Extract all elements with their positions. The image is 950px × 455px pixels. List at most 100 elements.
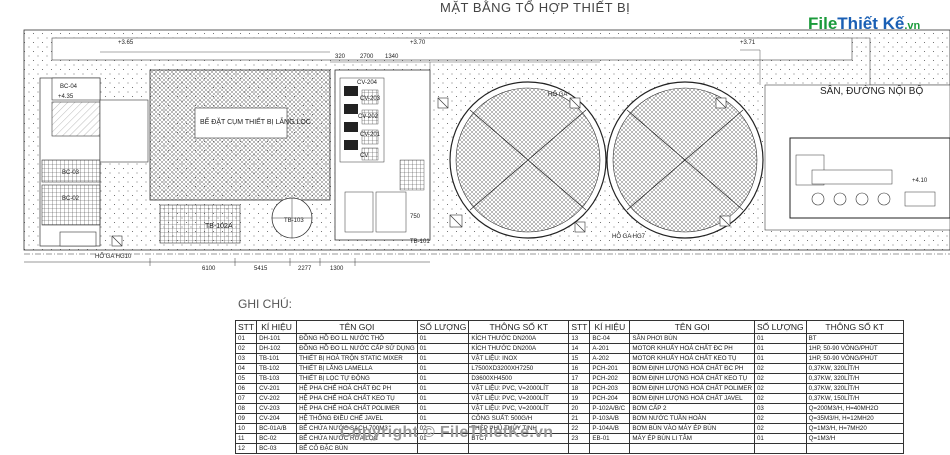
- cv201-unit: [344, 140, 358, 150]
- legend-cell: BƠM BÙN VÀO MÁY ÉP BÙN: [629, 423, 755, 434]
- label-tb103: TB-103: [284, 218, 304, 224]
- bc03-tank: [41, 159, 101, 183]
- legend-cell: SÂN PHƠI BÙN: [629, 333, 755, 344]
- legend-cell: MÁY ÉP BÙN LI TÂM: [629, 433, 755, 444]
- legend-cell: BƠM ĐỊNH LƯỢNG HOÁ CHẤT ĐC PH: [629, 363, 755, 374]
- legend-cell: MOTOR KHUẤY HOÁ CHẤT ĐC PH: [629, 343, 755, 354]
- legend-cell: 01: [753, 353, 807, 364]
- legend-cell: BƠM ĐỊNH LƯỢNG HOÁ CHẤT KEO TỤ: [629, 373, 755, 384]
- legend-cell: ĐỒNG HỒ ĐO LL NƯỚC THÔ: [296, 333, 418, 344]
- legend-cell: TB-103: [256, 373, 298, 384]
- legend-cell: THIẾT BỊ LẮNG LAMELLA: [296, 363, 418, 374]
- legend-cell: CV-202: [256, 393, 298, 404]
- dim-2277: 2277: [298, 266, 312, 272]
- label-bc04: BC-04: [60, 84, 78, 90]
- label-area-right: SÂN, ĐƯỜNG NỘI BỘ: [820, 84, 923, 97]
- col-soluong: SỐ LƯỢNG: [416, 320, 470, 334]
- legend-cell: A-201: [589, 343, 631, 354]
- legend-cell: HỆ THỐNG ĐIỀU CHẾ JAVEL: [296, 413, 418, 424]
- tb102a-unit: [159, 204, 241, 244]
- label-settling: BỂ ĐẶT CỤM THIẾT BỊ LẮNG LỌC: [200, 116, 311, 126]
- level-410: +4.10: [912, 178, 928, 184]
- legend-cell: 1HP, 50-90 VÒNG/PHÚT: [805, 343, 904, 354]
- floor-plan: SÂN, ĐƯỜNG NỘI BỘ BỂ ĐẶT CỤM THIẾT BỊ LẮ…: [23, 29, 950, 272]
- legend-cell: EB-01: [589, 433, 631, 444]
- legend-cell: 09: [234, 413, 258, 424]
- label-tb101: TB-101: [410, 239, 430, 245]
- legend-cell: 01: [416, 343, 470, 354]
- col-kihieu: KÍ HIỆU: [256, 320, 298, 334]
- legend-cell: 02: [753, 423, 807, 434]
- legend-cell: 04: [234, 363, 258, 374]
- legend-cell: Q=1M3/H: [805, 433, 904, 444]
- legend-cell: CÔNG SUẤT: 500G/H: [468, 413, 570, 424]
- legend-cell: 01: [416, 353, 470, 364]
- legend-cell: BC-02: [256, 433, 298, 444]
- label-cv202: CV-202: [358, 114, 379, 120]
- legend-cell: DH-102: [256, 343, 298, 354]
- legend-cell: [589, 443, 631, 454]
- col-soluong-2: SỐ LƯỢNG: [753, 320, 807, 334]
- legend-cell: ĐỒNG HỒ ĐO LL NƯỚC CẤP SỬ DỤNG: [296, 343, 418, 354]
- level-365: +3.65: [118, 40, 134, 46]
- legend-cell: KÍCH THƯỚC DN200A: [468, 343, 570, 354]
- legend-cell: 22: [568, 423, 591, 434]
- legend-cell: PCH-201: [589, 363, 631, 374]
- col-tengoi: TÊN GỌI: [296, 320, 418, 334]
- legend-cell: D3600XH4500: [468, 373, 570, 384]
- legend-cell: [468, 443, 570, 454]
- legend-cell: 07: [234, 393, 258, 404]
- label-hg10: HỐ GA HG10: [95, 253, 132, 260]
- legend-cell: 02: [753, 413, 807, 424]
- level-371: +3.71: [740, 40, 756, 46]
- dim-2700: 2700: [360, 54, 374, 60]
- cv204-unit: [344, 86, 358, 96]
- legend-cell: DH-101: [256, 333, 298, 344]
- legend-cell: 01: [416, 383, 470, 394]
- legend-cell: Q=35M3/H, H=12MH20: [805, 413, 904, 424]
- legend-cell: P-102A/B/C: [589, 403, 631, 414]
- legend-cell: HỆ PHA CHẾ HOÁ CHẤT KEO TỤ: [296, 393, 418, 404]
- watermark-logo: FileThiết Kế.vn: [808, 14, 920, 34]
- legend-cell: 08: [234, 403, 258, 414]
- legend-cell: [805, 443, 904, 454]
- legend-cell: P-104A/B: [589, 423, 631, 434]
- legend-cell: [753, 443, 807, 454]
- legend-cell: 11: [234, 433, 258, 444]
- dim-1340: 1340: [385, 54, 399, 60]
- col-tengoi-2: TÊN GỌI: [629, 320, 755, 334]
- legend-cell: 02: [753, 383, 807, 394]
- legend-cell: [629, 443, 755, 454]
- legend-cell: VẬT LIỆU: PVC, V=2000LÍT: [468, 393, 570, 404]
- legend-cell: 0,37KW, 150LÍT/H: [805, 393, 904, 404]
- level-370: +3.70: [410, 40, 426, 46]
- dim-750: 750: [410, 214, 421, 220]
- road-top: [51, 37, 853, 61]
- legend-cell: VẬT LIỆU: INOX: [468, 353, 570, 364]
- legend-cell: 18: [568, 383, 591, 394]
- label-cv: CV: [360, 153, 368, 159]
- legend-cell: 01: [416, 393, 470, 404]
- legend-cell: 0,37KW, 320LÍT/H: [805, 363, 904, 374]
- legend-cell: 01: [416, 333, 470, 344]
- label-cv203: CV-203: [360, 96, 381, 102]
- legend-table: STT KÍ HIỆU TÊN GỌI SỐ LƯỢNG THÔNG SỐ KT…: [234, 320, 904, 454]
- legend-cell: 12: [234, 443, 258, 454]
- legend-cell: 15: [568, 353, 591, 364]
- legend-cell: 01: [234, 333, 258, 344]
- legend-cell: 01: [416, 413, 470, 424]
- legend-cell: VẬT LIỆU: PVC, V=2000LÍT: [468, 383, 570, 394]
- legend-cell: TB-101: [256, 353, 298, 364]
- dim-5415: 5415: [254, 266, 268, 272]
- label-hg7: HỐ GA HG7: [612, 233, 646, 240]
- legend-cell: 20: [568, 403, 591, 414]
- legend-cell: Q=200M3/H, H=40MH2O: [805, 403, 904, 414]
- legend-cell: 14: [568, 343, 591, 354]
